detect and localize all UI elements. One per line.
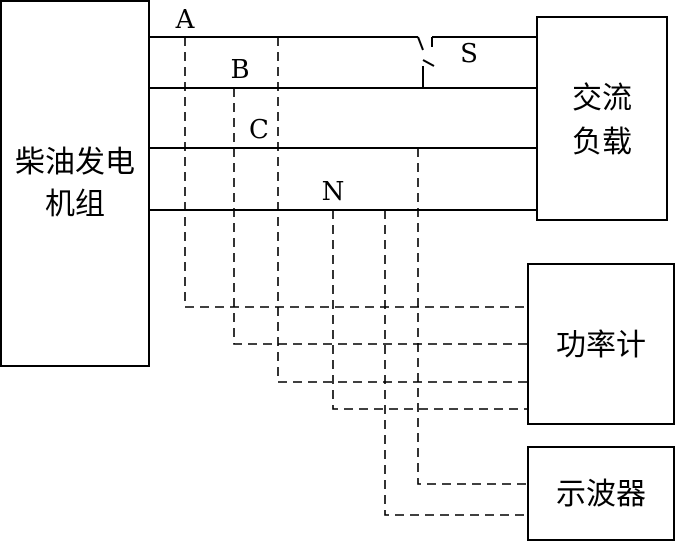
switch-upper-contact: [417, 36, 424, 51]
lead-phase-a-to-power-meter: [184, 37, 528, 308]
generator-label-line-1: 柴油发电: [15, 145, 135, 180]
diesel-generator-block: 柴油发电 机组: [0, 0, 150, 367]
switch-label: S: [460, 39, 478, 69]
switch-s: [417, 36, 435, 88]
load-box: [536, 16, 668, 221]
switch-blade: [422, 59, 435, 67]
generator-label-line-2: 机组: [45, 187, 105, 222]
phase-c-label: C: [249, 115, 269, 145]
lead-phase-c-to-oscilloscope: [417, 148, 528, 485]
oscilloscope-block: 示波器: [527, 446, 675, 541]
lead-phase-c-to-power-meter: [277, 37, 528, 383]
load-label-line-2: 负载: [572, 125, 632, 160]
ac-load-block: 交流 负载: [536, 16, 668, 221]
load-label-line-1: 交流: [572, 81, 632, 116]
power-meter-box: [527, 263, 675, 425]
phase-b-label: B: [230, 55, 249, 85]
power-meter-label: 功率计: [556, 328, 646, 363]
power-meter-block: 功率计: [527, 263, 675, 425]
lead-neutral-to-power-meter: [332, 210, 528, 410]
lead-neutral-to-oscilloscope: [384, 210, 528, 516]
oscilloscope-label: 示波器: [556, 477, 646, 512]
generator-box: [0, 0, 150, 367]
lead-phase-b-to-power-meter: [233, 88, 528, 345]
neutral-label: N: [322, 177, 345, 207]
phase-a-label: A: [175, 5, 196, 35]
oscilloscope-box: [527, 446, 675, 541]
